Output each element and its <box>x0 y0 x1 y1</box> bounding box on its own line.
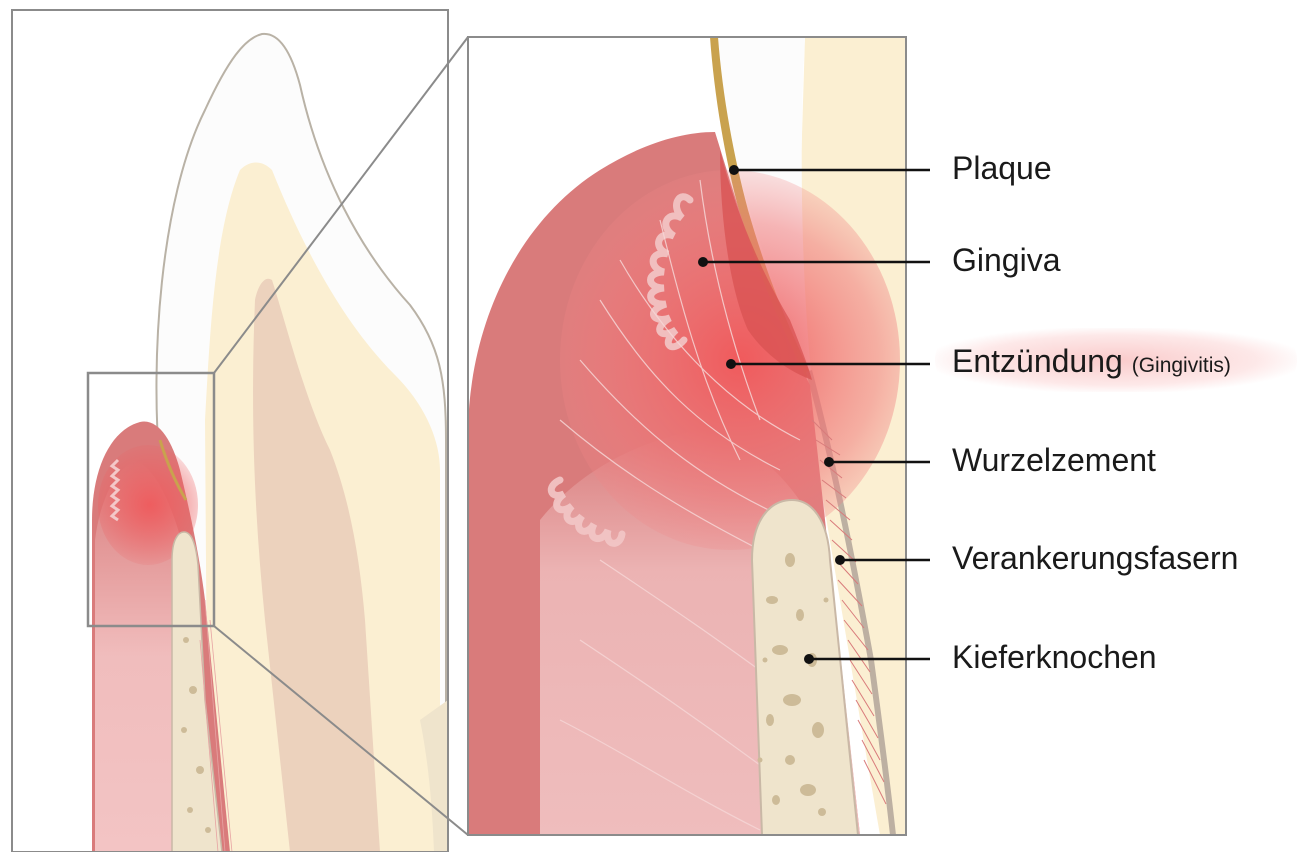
label-plaque: Plaque <box>952 152 1052 184</box>
label-gingiva: Gingiva <box>952 244 1061 276</box>
overview-panel <box>12 10 448 852</box>
label-inflammation-note: (Gingivitis) <box>1132 354 1231 377</box>
label-inflammation-main: Entzündung <box>952 343 1123 379</box>
label-root-cementum: Wurzelzement <box>952 444 1156 476</box>
label-anchoring-fibers: Verankerungsfasern <box>952 542 1238 574</box>
label-inflammation: Entzündung (Gingivitis) <box>952 345 1231 377</box>
detail-panel <box>468 37 906 835</box>
label-jaw-bone: Kieferknochen <box>952 641 1157 673</box>
